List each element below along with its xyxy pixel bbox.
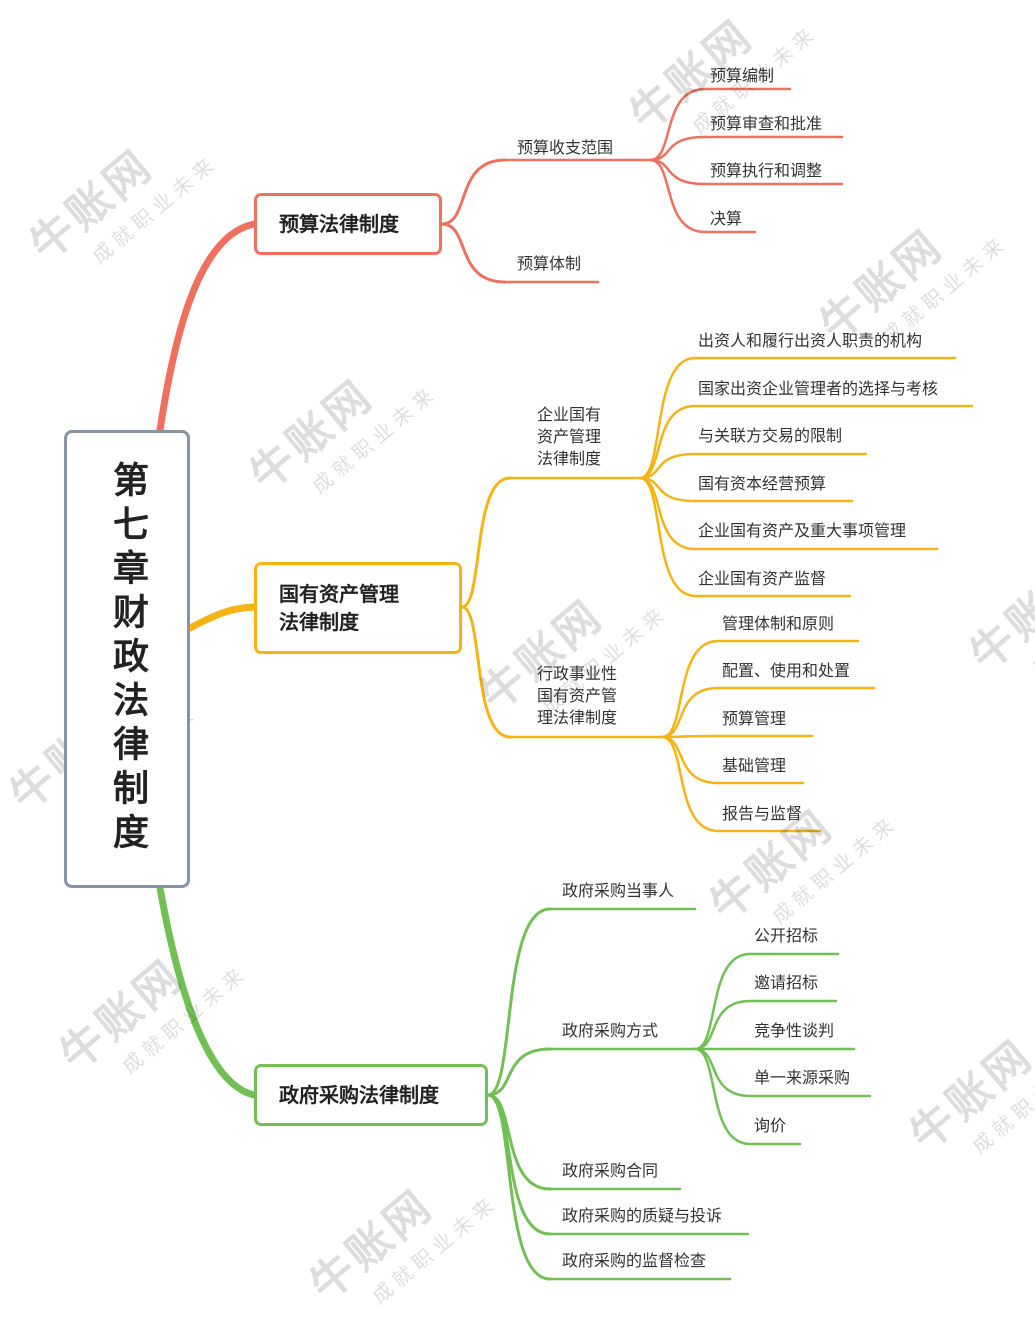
leaf-final-accounts[interactable]: 决算 bbox=[710, 209, 743, 228]
leaf-single-source[interactable]: 单一来源采购 bbox=[754, 1068, 851, 1087]
node-procurement-contract[interactable]: 政府采购合同 bbox=[562, 1161, 659, 1180]
leaf-basic-management[interactable]: 基础管理 bbox=[722, 756, 787, 775]
connector-procurement-4 bbox=[486, 1093, 552, 1281]
branch-state-assets-law-label: 国有资产管理 法律制度 bbox=[279, 582, 399, 634]
connector-root-procurement bbox=[156, 884, 258, 1099]
leaf-management-system[interactable]: 管理体制和原则 bbox=[722, 614, 835, 633]
connector-budget-leaf-3 bbox=[648, 158, 707, 234]
connector-budget-system bbox=[440, 222, 507, 284]
connector-root-assets bbox=[186, 603, 258, 632]
leaf-manager-selection[interactable]: 国家出资企业管理者的选择与考核 bbox=[698, 379, 939, 398]
root-title: 第七章财政法律制度 bbox=[107, 461, 148, 857]
leaf-competitive-negotiation[interactable]: 竞争性谈判 bbox=[754, 1021, 835, 1040]
leaf-enterprise-supervision[interactable]: 企业国有资产监督 bbox=[698, 569, 827, 588]
node-admin-assets[interactable]: 行政事业性 国有资产管 理法律制度 bbox=[537, 664, 618, 727]
connector-enterprise-leaf-1 bbox=[638, 404, 697, 480]
connector-assets-admin bbox=[460, 605, 512, 739]
connector-admin-leaf-4 bbox=[660, 735, 720, 833]
leaf-major-matters[interactable]: 企业国有资产及重大事项管理 bbox=[698, 521, 907, 540]
connector-enterprise-leaf-5 bbox=[638, 476, 697, 598]
leaf-investor-institution[interactable]: 出资人和履行出资人职责的机构 bbox=[698, 331, 923, 350]
leaf-invited-tender[interactable]: 邀请招标 bbox=[754, 973, 819, 992]
node-procurement-complaints[interactable]: 政府采购的质疑与投诉 bbox=[562, 1206, 723, 1225]
connector-admin-leaf-1 bbox=[660, 686, 720, 739]
connector-enterprise-leaf-0 bbox=[638, 356, 697, 480]
connector-budget-scope bbox=[440, 158, 507, 226]
leaf-allocation-use[interactable]: 配置、使用和处置 bbox=[722, 661, 851, 680]
leaf-budget-preparation[interactable]: 预算编制 bbox=[710, 66, 775, 85]
leaf-budget-management[interactable]: 预算管理 bbox=[722, 709, 787, 728]
node-procurement-parties[interactable]: 政府采购当事人 bbox=[562, 881, 675, 900]
branch-procurement-law-label: 政府采购法律制度 bbox=[279, 1083, 439, 1107]
connector-budget-leaf-0 bbox=[648, 87, 707, 162]
connector-enterprise-leaf-2 bbox=[638, 452, 697, 480]
leaf-capital-budget[interactable]: 国有资本经营预算 bbox=[698, 474, 827, 493]
connector-admin-leaf-2 bbox=[660, 734, 720, 739]
node-budget-system[interactable]: 预算体制 bbox=[517, 254, 582, 273]
node-budget-scope[interactable]: 预算收支范围 bbox=[517, 138, 614, 157]
leaf-inquiry[interactable]: 询价 bbox=[754, 1116, 787, 1135]
node-enterprise-assets[interactable]: 企业国有 资产管理 法律制度 bbox=[537, 405, 602, 468]
connector-procurement-1 bbox=[486, 1047, 552, 1097]
root-node[interactable]: 第七章财政法律制度 bbox=[64, 430, 190, 888]
branch-procurement-law[interactable]: 政府采购法律制度 bbox=[254, 1064, 488, 1126]
branch-state-assets-law[interactable]: 国有资产管理 法律制度 bbox=[254, 562, 462, 654]
connector-method-leaf-1 bbox=[693, 999, 752, 1051]
node-procurement-supervision[interactable]: 政府采购的监督检查 bbox=[562, 1251, 707, 1270]
connector-procurement-0 bbox=[486, 907, 552, 1097]
connector-method-leaf-0 bbox=[693, 952, 752, 1051]
connector-assets-enterprise bbox=[460, 476, 512, 609]
node-procurement-methods[interactable]: 政府采购方式 bbox=[562, 1021, 659, 1040]
leaf-report-supervision[interactable]: 报告与监督 bbox=[722, 804, 803, 823]
branch-budget-law-label: 预算法律制度 bbox=[279, 212, 399, 236]
leaf-budget-execution[interactable]: 预算执行和调整 bbox=[710, 161, 823, 180]
branch-budget-law[interactable]: 预算法律制度 bbox=[254, 193, 442, 255]
connector-budget-leaf-1 bbox=[648, 135, 707, 162]
leaf-open-tender[interactable]: 公开招标 bbox=[754, 926, 819, 945]
connector-root-budget bbox=[156, 220, 258, 434]
connector-method-leaf-4 bbox=[693, 1047, 752, 1146]
leaf-related-party-limits[interactable]: 与关联方交易的限制 bbox=[698, 426, 843, 445]
connector-admin-leaf-0 bbox=[660, 639, 720, 739]
connector-enterprise-leaf-4 bbox=[638, 476, 697, 551]
leaf-budget-review[interactable]: 预算审查和批准 bbox=[710, 114, 823, 133]
connector-procurement-2 bbox=[486, 1093, 552, 1191]
